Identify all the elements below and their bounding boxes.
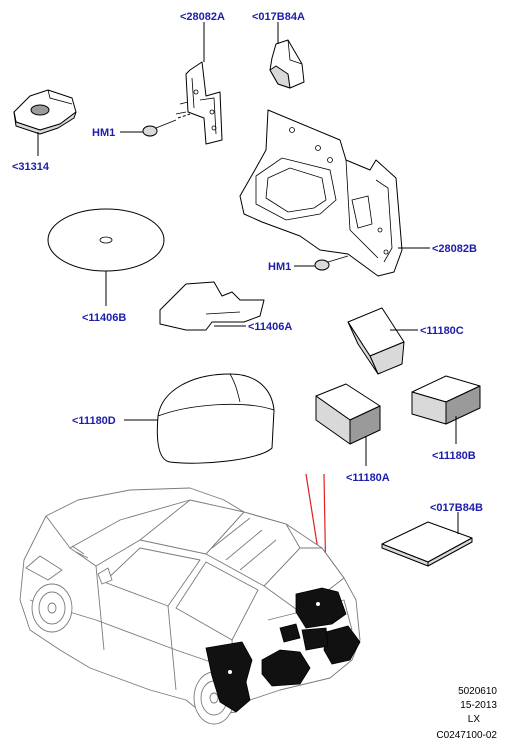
label-11406B: <11406B — [82, 312, 126, 324]
label-28082A: <28082A — [180, 11, 225, 23]
label-31314: <31314 — [12, 161, 50, 173]
part-017B84B-flat-pad — [381, 521, 473, 567]
part-11180D-dome-pad — [156, 373, 275, 464]
label-11406A: <11406A — [248, 321, 292, 333]
label-28082B: <28082B — [432, 243, 477, 255]
label-017B84A: <017B84A — [252, 11, 305, 23]
part-11406B-round-mat — [47, 208, 165, 272]
insulation-highlight — [205, 587, 361, 713]
hm1-fastener-mid — [314, 255, 349, 271]
label-11180D: <11180D — [72, 415, 116, 427]
footer-codes: 5020610 15-2013 LX C0247100-02 — [436, 686, 497, 741]
part-11180A-box — [315, 383, 381, 445]
part-31314-clip — [13, 89, 77, 135]
part-11180C-block — [347, 307, 405, 375]
label-hm1-top: HM1 — [92, 127, 115, 139]
label-11180B: <11180B — [432, 450, 476, 462]
part-11180B-box — [411, 375, 481, 425]
label-hm1-mid: HM1 — [268, 261, 291, 273]
label-11180A: <11180A — [346, 472, 390, 484]
hm1-fastener-top — [142, 113, 191, 137]
part-28082B-trim-panel — [239, 109, 403, 277]
label-11180C: <11180C — [420, 325, 464, 337]
part-28082A-bracket — [175, 61, 223, 145]
footer-line-1: 5020610 — [458, 686, 497, 697]
part-11406A-shaped-mat — [159, 281, 265, 331]
label-017B84B: <017B84B — [430, 502, 483, 514]
footer-line-3: LX — [468, 714, 481, 725]
part-017B84A-block — [269, 39, 305, 89]
footer-line-2: 15-2013 — [460, 700, 497, 711]
footer-line-4: C0247100-02 — [436, 730, 497, 741]
